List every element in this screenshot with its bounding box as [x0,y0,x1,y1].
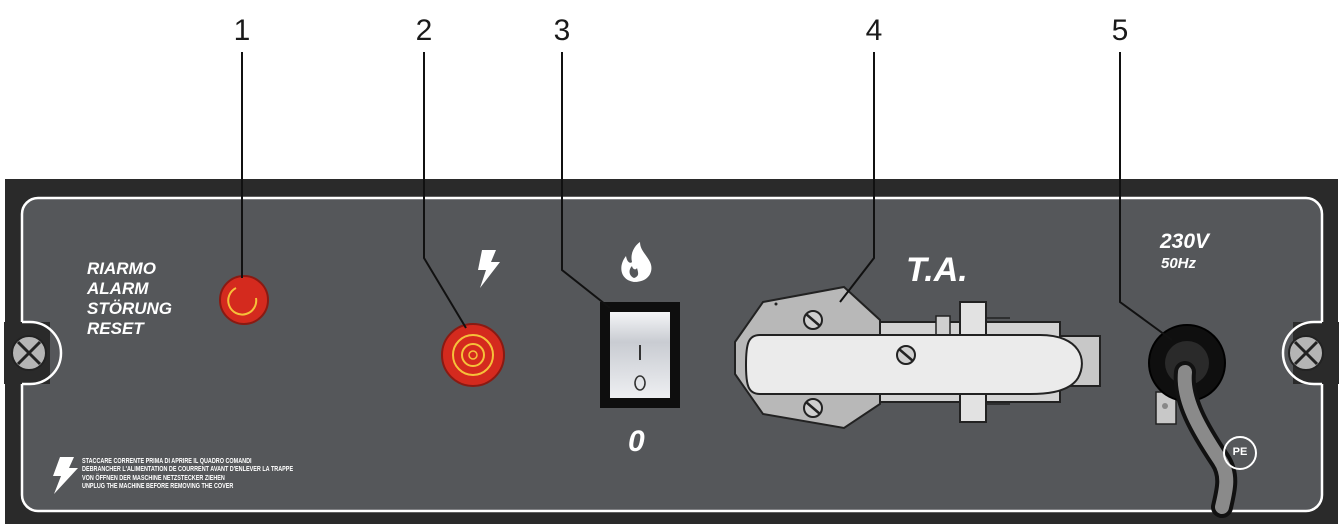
callout-number-5: 5 [1111,14,1129,47]
switch-position-label: 0 [628,425,645,458]
reset-label-line: ALARM [87,279,149,298]
reset-label-line: RIARMO [87,259,156,278]
warning-text: STACCARE CORRENTE PRIMA DI APRIRE IL QUA… [82,458,382,492]
reset-label: RIARMO ALARM STÖRUNG RESET [87,259,172,339]
warning-line: VON ÖFFNEN DER MASCHINE NETZSTECKER ZIEH… [82,474,225,482]
ground-label: PE [1232,446,1248,458]
reset-label-line: STÖRUNG [87,299,172,318]
lightning-icon [478,250,500,288]
callout-number-2: 2 [415,14,433,47]
reset-label-line: RESET [87,319,144,338]
right-screw-icon [1288,335,1324,371]
callout-leader-lines [241,52,1173,341]
warning-lightning-icon [53,457,78,494]
callout-number-4: 4 [865,14,883,47]
warning-line: UNPLUG THE MACHINE BEFORE REMOVING THE C… [82,483,234,491]
warning-line: DEBRANCHER L'ALIMENTATION DE COURRENT AV… [82,466,294,474]
callout-number-3: 3 [553,14,571,47]
voltage-label: 230V [1160,230,1210,253]
frequency-label: 50Hz [1161,255,1197,272]
thermal-relay [734,285,1101,430]
rocker-switch[interactable] [600,302,680,408]
power-indicator-lamp [441,323,505,387]
thermal-relay-label: T.A. [906,251,968,289]
warning-line: STACCARE CORRENTE PRIMA DI APRIRE IL QUA… [82,458,252,465]
cable-gland [1148,324,1238,518]
flame-icon [621,242,652,282]
callout-number-1: 1 [233,14,251,47]
ground-marker-ring [1223,436,1257,470]
left-screw-icon [11,335,47,371]
reset-lamp[interactable] [219,275,269,325]
